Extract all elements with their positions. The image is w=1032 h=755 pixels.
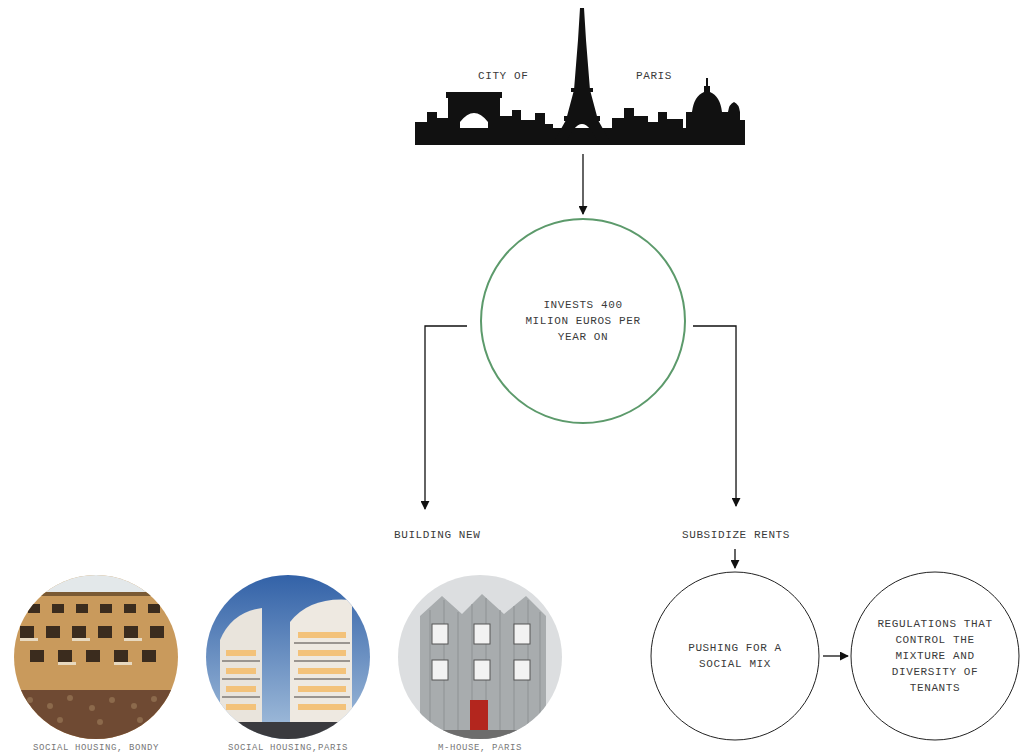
skyline-label: PARIS (636, 68, 672, 84)
photo-bondy (10, 570, 185, 750)
circle-text-wrap: PUSHING FOR A SOCIAL MIX (685, 640, 785, 672)
circle-label: INVESTS 400 MILION EUROS PER YEAR ON (523, 297, 643, 345)
circle-node: INVESTS 400 MILION EUROS PER YEAR ON (479, 217, 687, 425)
branch-label: BUILDING NEW (394, 527, 480, 543)
flow-arrow (823, 655, 848, 656)
flow-arrow (425, 326, 467, 509)
branch-label: SUBSIDIZE RENTS (682, 527, 790, 543)
photo-node: SOCIAL HOUSING,PARIS (206, 575, 370, 739)
circle-label: PUSHING FOR A SOCIAL MIX (685, 640, 785, 672)
paris-skyline (415, 8, 745, 145)
photo-node: M-HOUSE, PARIS (398, 575, 562, 739)
photo-m-house (395, 570, 565, 750)
photo-caption: SOCIAL HOUSING, BONDY (33, 743, 159, 754)
text-node: BUILDING NEW (390, 525, 484, 545)
photo-node: SOCIAL HOUSING, BONDY (14, 575, 178, 739)
photo-paris-housing (200, 570, 380, 747)
flow-arrow (582, 154, 583, 214)
skyline-node: CITY OF PARIS (415, 5, 745, 150)
flow-arrow (693, 326, 736, 506)
skyline-label: CITY OF (478, 68, 528, 84)
text-node: SUBSIDIZE RENTS (678, 525, 794, 545)
photo-caption: M-HOUSE, PARIS (438, 743, 522, 754)
circle-outline (650, 571, 820, 741)
circle-label: REGULATIONS THAT CONTROL THE MIXTURE AND… (874, 616, 996, 696)
circle-text-wrap: INVESTS 400 MILION EUROS PER YEAR ON (523, 297, 643, 345)
flow-arrow (734, 549, 735, 568)
circle-text-wrap: REGULATIONS THAT CONTROL THE MIXTURE AND… (874, 616, 996, 696)
photo-caption: SOCIAL HOUSING,PARIS (228, 743, 348, 754)
circle-node: REGULATIONS THAT CONTROL THE MIXTURE AND… (850, 571, 1020, 741)
circle-node: PUSHING FOR A SOCIAL MIX (650, 571, 820, 741)
